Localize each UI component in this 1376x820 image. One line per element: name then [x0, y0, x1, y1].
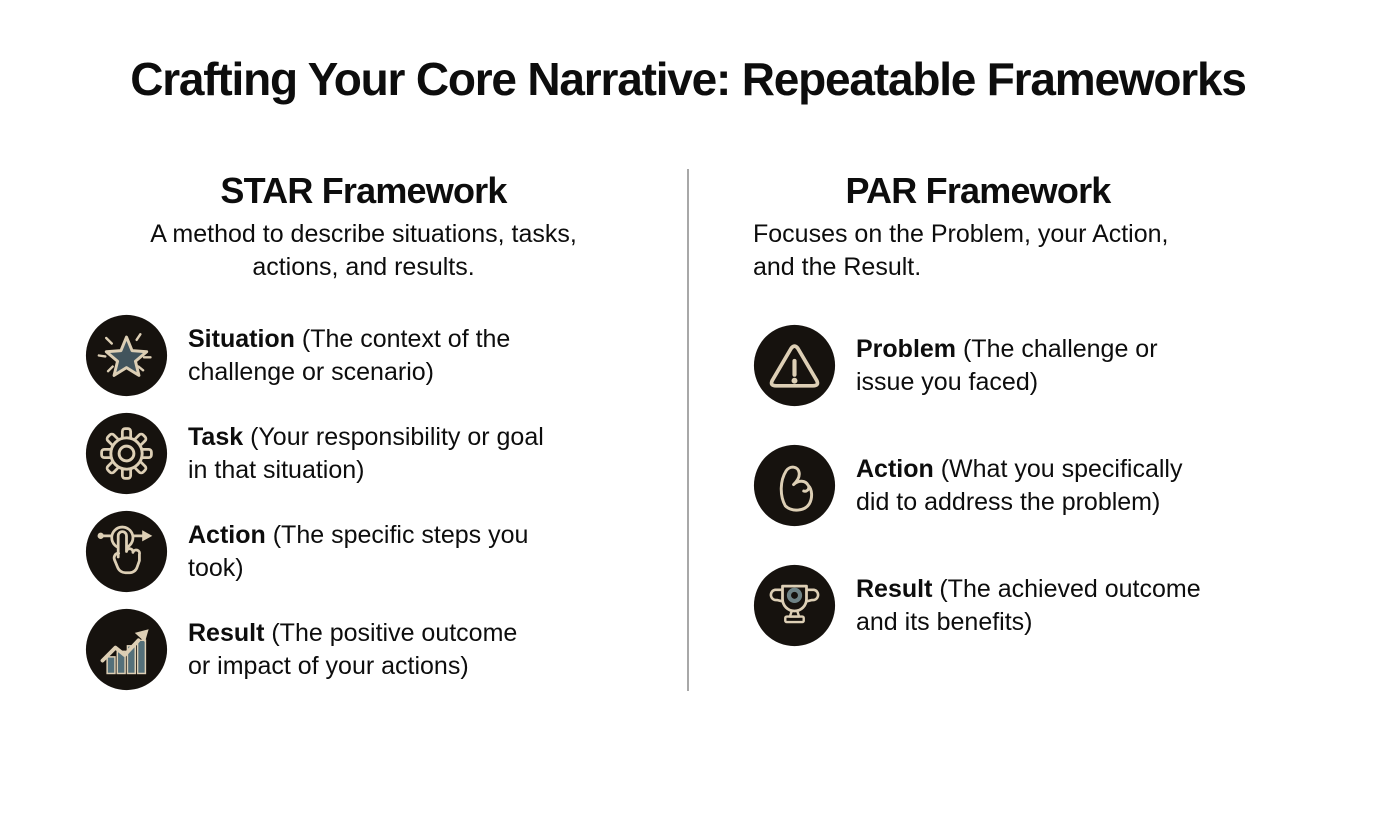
- list-item-text: Action (The specific steps you took): [188, 519, 546, 585]
- par-framework-subtitle: Focuses on the Problem, your Action, and…: [753, 220, 1169, 282]
- list-item-action: Action (What you specifically did to add…: [753, 444, 1340, 527]
- item-term: Result: [188, 618, 265, 647]
- list-item-text: Problem (The challenge or issue you face…: [856, 333, 1214, 399]
- column-divider: [687, 169, 689, 692]
- gear-icon: [85, 413, 168, 495]
- flexed-arm-icon: [753, 445, 836, 527]
- list-item-text: Result (The achieved outcome and its ben…: [856, 573, 1214, 639]
- warning-icon: [753, 325, 836, 407]
- item-term: Task: [188, 422, 244, 451]
- star-icon: [85, 315, 168, 397]
- star-framework-heading: STAR Framework: [220, 170, 507, 212]
- list-item-problem: Problem (The challenge or issue you face…: [753, 324, 1340, 407]
- two-column-layout: STAR Framework A method to describe situ…: [0, 169, 1376, 692]
- list-item-text: Situation (The context of the challenge …: [188, 323, 546, 389]
- par-item-list: Problem (The challenge or issue you face…: [753, 324, 1340, 647]
- trophy-icon: [753, 565, 836, 647]
- item-term: Action: [856, 454, 934, 483]
- list-item-text: Result (The positive outcome or impact o…: [188, 617, 546, 683]
- item-desc: (The challenge or issue you faced): [856, 334, 1158, 396]
- par-framework-heading: PAR Framework: [845, 170, 1111, 212]
- par-framework-column: PAR Framework Focuses on the Problem, yo…: [689, 169, 1376, 691]
- item-desc: (The context of the challenge or scenari…: [188, 324, 511, 386]
- star-framework-column: STAR Framework A method to describe situ…: [0, 169, 687, 691]
- star-item-list: Situation (The context of the challenge …: [85, 314, 642, 691]
- list-item-result: Result (The achieved outcome and its ben…: [753, 564, 1340, 647]
- item-desc: (Your responsibility or goal in that sit…: [188, 422, 544, 484]
- star-framework-subtitle: A method to describe situations, tasks, …: [150, 220, 577, 282]
- item-desc: (The positive outcome or impact of your …: [188, 618, 518, 680]
- list-item-text: Action (What you specifically did to add…: [856, 453, 1214, 519]
- list-item-situation: Situation (The context of the challenge …: [85, 314, 642, 397]
- tap-swipe-icon: [85, 511, 168, 593]
- item-term: Result: [856, 574, 933, 603]
- list-item-result: Result (The positive outcome or impact o…: [85, 608, 642, 691]
- item-desc: (What you specifically did to address th…: [856, 454, 1183, 516]
- list-item-action: Action (The specific steps you took): [85, 510, 642, 593]
- growth-chart-icon: [85, 609, 168, 691]
- item-desc: (The achieved outcome and its benefits): [856, 574, 1201, 636]
- slide: Crafting Your Core Narrative: Repeatable…: [0, 52, 1376, 820]
- page-title: Crafting Your Core Narrative: Repeatable…: [130, 53, 1247, 105]
- item-term: Situation: [188, 324, 295, 353]
- list-item-text: Task (Your responsibility or goal in tha…: [188, 421, 546, 487]
- list-item-task: Task (Your responsibility or goal in tha…: [85, 412, 642, 495]
- item-term: Problem: [856, 334, 957, 363]
- item-desc: (The specific steps you took): [188, 520, 529, 582]
- item-term: Action: [188, 520, 266, 549]
